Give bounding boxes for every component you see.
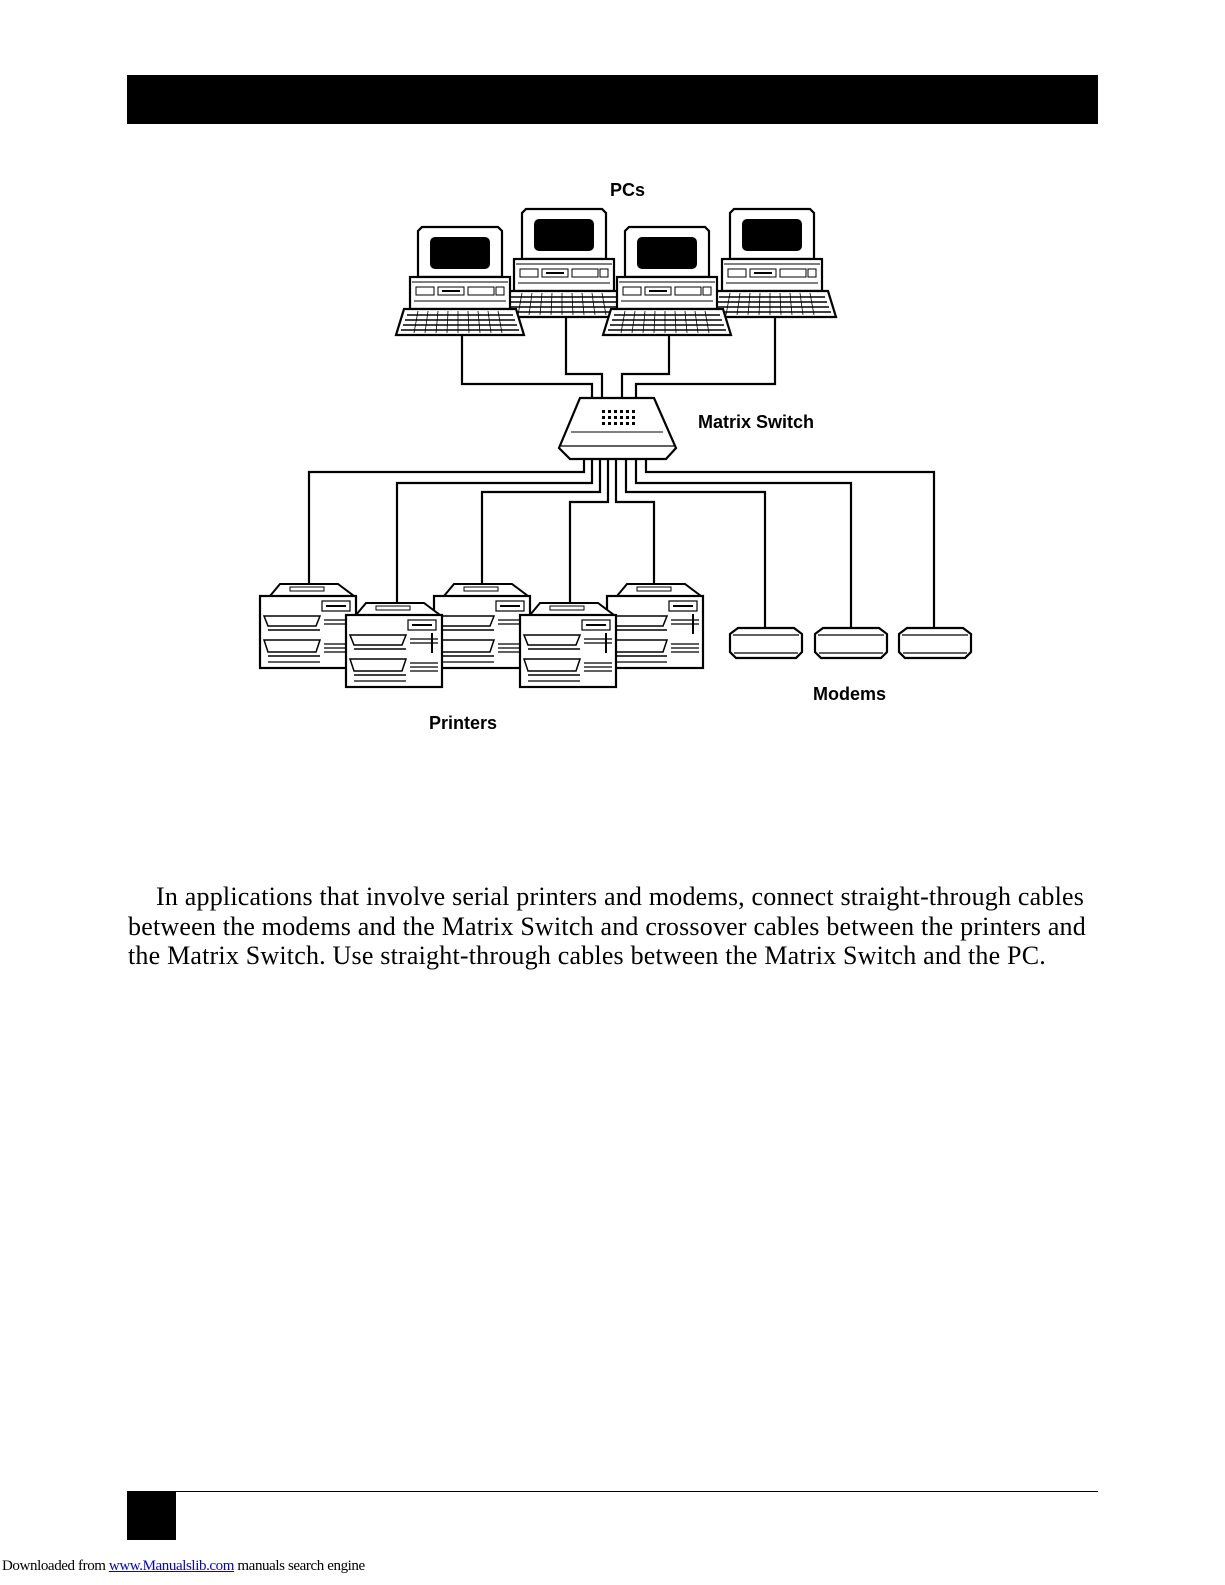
- body-paragraph-block: In applications that involve serial prin…: [128, 882, 1088, 971]
- download-prefix: Downloaded from: [2, 1558, 109, 1574]
- printer-icon: [518, 601, 618, 689]
- modem-icon: [813, 626, 889, 660]
- pc-icon: [394, 225, 526, 337]
- printer-icon: [344, 601, 444, 689]
- matrix-switch-label: Matrix Switch: [698, 412, 814, 432]
- manualslib-link[interactable]: www.Manualslib.com: [108, 1558, 235, 1574]
- footer-rule: [127, 1491, 1098, 1492]
- modem-icon: [728, 626, 804, 660]
- modems-label: Modems: [813, 684, 886, 704]
- pc-icon: [706, 207, 838, 319]
- printer-icon: [432, 582, 532, 670]
- body-paragraph: In applications that involve serial prin…: [128, 882, 1086, 970]
- network-diagram: PCs Matrix Switch Printers Modems: [258, 180, 973, 733]
- pc-icon: [498, 207, 630, 319]
- matrix-switch-icon: [557, 396, 678, 461]
- pcs-label: PCs: [610, 180, 645, 200]
- printers-label: Printers: [429, 713, 497, 733]
- device-cables: [307, 459, 936, 628]
- modem-icon: [897, 626, 973, 660]
- download-footer: Downloaded from www.Manualslib.com manua…: [2, 1558, 365, 1575]
- download-suffix: manuals search engine: [234, 1558, 365, 1574]
- footer-page-block: [127, 1491, 176, 1540]
- pc-group: [394, 207, 838, 337]
- pc-cables: [460, 316, 777, 398]
- modem-group: [728, 626, 973, 660]
- printer-icon: [258, 582, 358, 670]
- printer-icon: [605, 582, 705, 670]
- header-bar: [127, 75, 1098, 124]
- printer-group: [258, 582, 705, 689]
- pc-icon: [601, 225, 733, 337]
